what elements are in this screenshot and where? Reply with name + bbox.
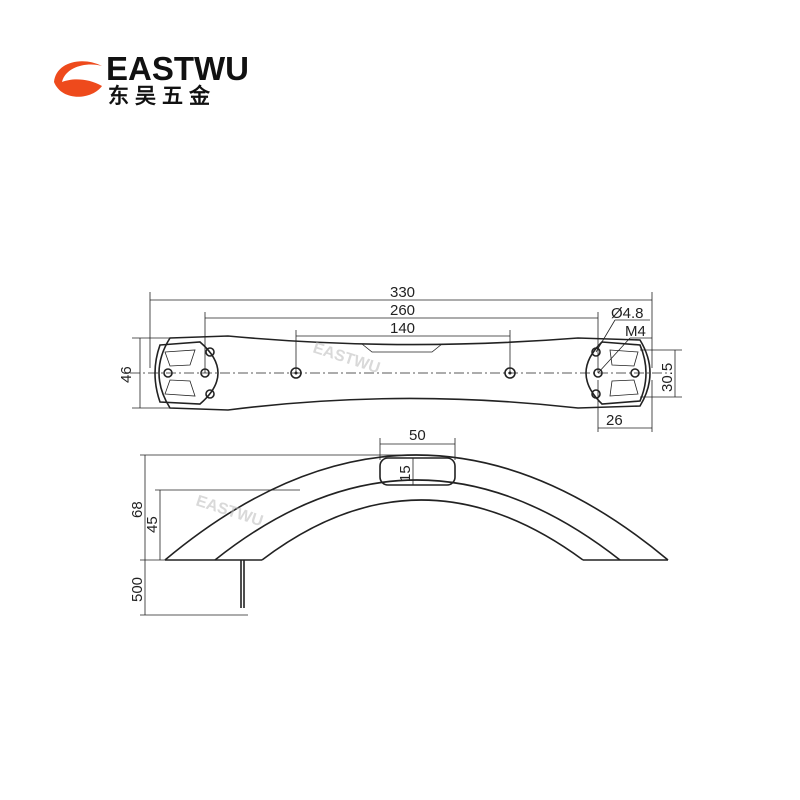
dim-total-height: 68: [129, 501, 146, 518]
dim-height: 46: [118, 366, 135, 383]
dim-hole: Ø4.8: [611, 305, 644, 322]
middle-arc: [214, 479, 621, 561]
mounting-holes: [163, 347, 640, 399]
side-view: 50 15 68 45 500 EASTWU: [129, 427, 669, 616]
dim-inner-height: 45: [144, 516, 161, 533]
dim-end-height: 30.5: [659, 363, 676, 392]
outer-arc: [164, 454, 669, 561]
dim-wire: 500: [129, 577, 146, 602]
inner-arc: [261, 499, 584, 561]
logo-brand-cn: 东吴五金: [108, 84, 216, 108]
top-view: 330 260 140 Ø4.8 M4 46 30.5: [118, 284, 682, 432]
dim-inner: 140: [390, 320, 415, 337]
right-end-plate: [585, 341, 647, 405]
dim-grip-width: 50: [409, 427, 426, 444]
logo-brand: EASTWU: [106, 50, 249, 87]
grip-recess: [379, 457, 456, 486]
dim-mount: 260: [390, 302, 415, 319]
watermark: EASTWU: [311, 340, 382, 378]
handle-body-top: [158, 335, 651, 411]
logo-swoosh-icon: [54, 61, 102, 97]
dim-grip-depth: 15: [397, 465, 414, 482]
dim-thread: M4: [625, 323, 646, 340]
dim-end-width: 26: [606, 412, 623, 429]
dim-overall: 330: [390, 284, 415, 301]
left-end-plate: [154, 341, 219, 405]
eastwu-logo: EASTWU 东吴五金: [52, 48, 249, 108]
